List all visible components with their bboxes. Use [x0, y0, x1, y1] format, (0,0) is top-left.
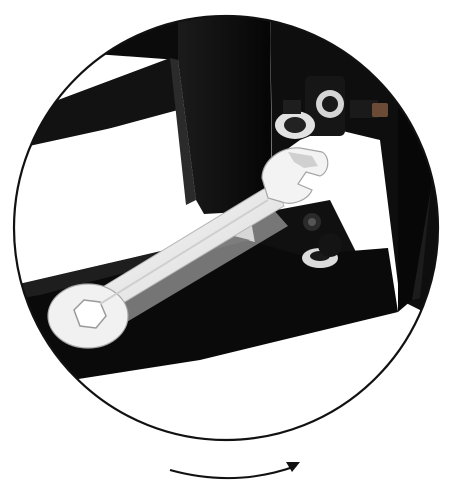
clockwise-arrow-icon — [170, 462, 300, 478]
bolt-tip — [372, 103, 388, 117]
